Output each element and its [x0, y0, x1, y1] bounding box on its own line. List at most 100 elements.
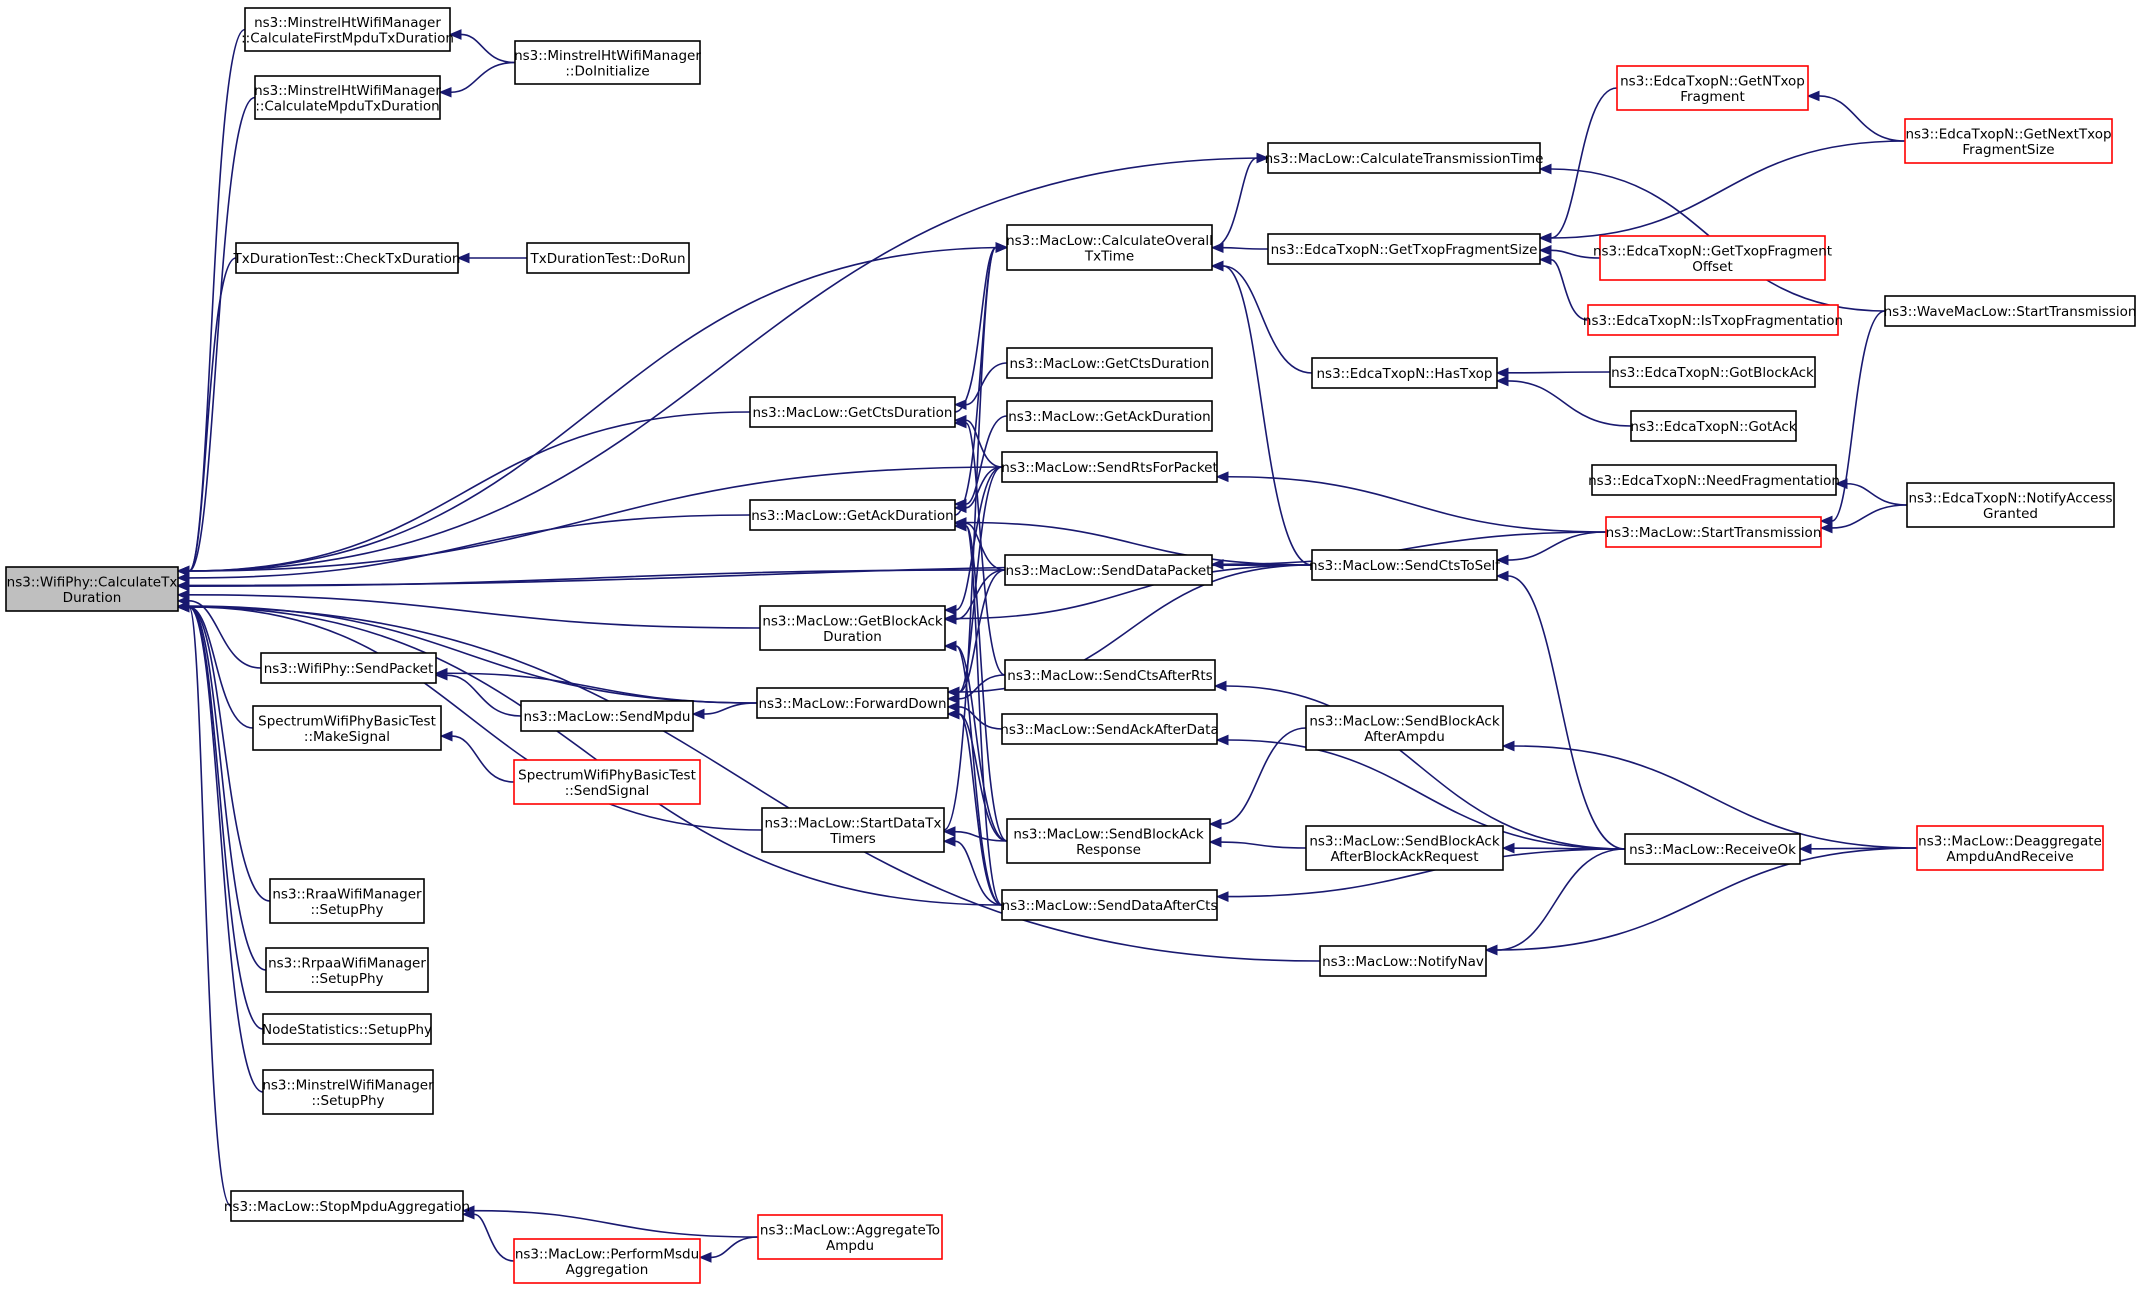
node-getCts[interactable]: ns3::MacLow::GetCtsDuration: [749, 396, 956, 428]
node-rrpaa[interactable]: ns3::RrpaaWifiManager::SetupPhy: [265, 947, 429, 993]
node-phySend[interactable]: ns3::WifiPhy::SendPacket: [260, 652, 437, 684]
node-forwardDown[interactable]: ns3::MacLow::ForwardDown: [756, 687, 949, 719]
node-getAck[interactable]: ns3::MacLow::GetAckDuration: [749, 499, 956, 531]
node-box: [230, 1190, 464, 1222]
edge-sendAckAfterData-to-forwardDown: [946, 701, 1003, 730]
node-receiveOk[interactable]: ns3::MacLow::ReceiveOk: [1624, 833, 1801, 865]
node-box: [749, 396, 956, 428]
node-label: ::CalculateMpduTxDuration: [255, 98, 439, 114]
node-rraa[interactable]: ns3::RraaWifiManager::SetupPhy: [269, 878, 425, 924]
arrowhead: [953, 520, 967, 532]
node-box: [1305, 825, 1504, 871]
edge-gotBlockAck-to-hasTxop: [1495, 367, 1611, 379]
node-label: Duration: [63, 590, 122, 606]
node-sendDataAfterCts[interactable]: ns3::MacLow::SendDataAfterCts: [1001, 889, 1218, 921]
edge-mhCalcFirst-to-root: [176, 28, 246, 577]
arrowhead: [1819, 522, 1833, 534]
node-label: ns3::EdcaTxopN::GetNextTxop: [1905, 126, 2111, 142]
node-getAck2[interactable]: ns3::MacLow::GetAckDuration: [1006, 400, 1213, 432]
node-label: ns3::MinstrelHtWifiManager: [254, 15, 441, 31]
node-sendMpdu[interactable]: ns3::MacLow::SendMpdu: [520, 700, 694, 732]
node-mhCalcFirst[interactable]: ns3::MinstrelHtWifiManager::CalculateFir…: [241, 7, 454, 52]
node-needFrag[interactable]: ns3::EdcaTxopN::NeedFragmentation: [1588, 464, 1840, 496]
edge-waveStart-to-startTransmission: [1819, 310, 1886, 527]
node-sendRts[interactable]: ns3::MacLow::SendRtsForPacket: [1001, 451, 1218, 483]
node-getTxopFragSize[interactable]: ns3::EdcaTxopN::GetTxopFragmentSize: [1267, 233, 1541, 265]
node-mhDoInit[interactable]: ns3::MinstrelHtWifiManager::DoInitialize: [514, 40, 701, 85]
arrowhead: [1495, 367, 1509, 379]
node-label: ns3::EdcaTxopN::GetTxopFragmentSize: [1271, 242, 1538, 258]
node-calcTransTime[interactable]: ns3::MacLow::CalculateTransmissionTime: [1265, 142, 1544, 174]
node-stopMpdu[interactable]: ns3::MacLow::StopMpduAggregation: [224, 1190, 470, 1222]
arrowhead: [1495, 554, 1509, 566]
arrowhead: [691, 708, 705, 720]
node-label: Fragment: [1680, 89, 1744, 105]
edge-deaggregate-to-sendBAAfterAmpdu: [1501, 740, 1918, 849]
node-gotAck[interactable]: ns3::EdcaTxopN::GotAck: [1630, 410, 1797, 442]
node-startTransmission[interactable]: ns3::MacLow::StartTransmission: [1605, 516, 1822, 548]
node-txCheck[interactable]: TxDurationTest::CheckTxDuration: [233, 242, 461, 274]
arrowhead: [698, 1252, 712, 1263]
node-label: NodeStatistics::SetupPhy: [262, 1022, 432, 1038]
node-label: ns3::MacLow::SendDataAfterCts: [1002, 898, 1218, 914]
node-getCts2[interactable]: ns3::MacLow::GetCtsDuration: [1006, 347, 1213, 379]
edge-sendCtsToSelf-to-calcOverall: [1210, 260, 1313, 566]
node-box: [1267, 233, 1541, 265]
node-label: ns3::MacLow::StartDataTx: [764, 815, 941, 831]
edge-startTransmission-to-sendCtsToSelf: [1495, 531, 1607, 566]
arrowhead: [456, 252, 470, 264]
node-sendBAAfterBAReq[interactable]: ns3::MacLow::SendBlockAckAfterBlockAckRe…: [1305, 825, 1504, 871]
node-specSend[interactable]: SpectrumWifiPhyBasicTest::SendSignal: [513, 759, 701, 805]
arrowhead: [946, 701, 960, 713]
node-label: ::SetupPhy: [310, 902, 383, 918]
node-box: [235, 242, 459, 274]
node-gotBlockAck[interactable]: ns3::EdcaTxopN::GotBlockAck: [1609, 356, 1816, 388]
node-box: [1591, 464, 1837, 496]
node-box: [5, 566, 179, 612]
arrowhead: [953, 502, 967, 514]
node-sendCtsToSelf[interactable]: ns3::MacLow::SendCtsToSelf: [1309, 549, 1501, 581]
node-sendCtsAfterRts[interactable]: ns3::MacLow::SendCtsAfterRts: [1004, 659, 1216, 691]
node-box: [1305, 705, 1504, 751]
node-label: ns3::EdcaTxopN::GetNTxop: [1620, 73, 1805, 89]
node-minstrel[interactable]: ns3::MinstrelWifiManager::SetupPhy: [262, 1069, 434, 1115]
edge-deaggregate-to-notifyNav: [1484, 847, 1918, 956]
node-sendData[interactable]: ns3::MacLow::SendDataPacket: [1004, 554, 1213, 586]
node-box: [759, 605, 946, 651]
node-specMake[interactable]: SpectrumWifiPhyBasicTest::MakeSignal: [252, 705, 442, 751]
node-mhCalcMpdu[interactable]: ns3::MinstrelHtWifiManager::CalculateMpd…: [254, 75, 441, 120]
node-hasTxop[interactable]: ns3::EdcaTxopN::HasTxop: [1311, 357, 1498, 389]
node-notifyNav[interactable]: ns3::MacLow::NotifyNav: [1319, 945, 1487, 977]
node-box: [520, 700, 694, 732]
node-nodeStat[interactable]: NodeStatistics::SetupPhy: [262, 1013, 432, 1045]
edge-getCts2-to-getCts: [953, 362, 1008, 411]
node-box: [1006, 224, 1213, 271]
arrowhead: [176, 601, 190, 613]
edge-aggToAmpdu-to-stopMpdu: [461, 1205, 759, 1238]
node-label: ns3::MacLow::Deaggregate: [1918, 833, 2102, 849]
edge-forwardDown-to-phySend: [434, 667, 758, 704]
arrowhead: [1538, 232, 1552, 244]
node-waveStart[interactable]: ns3::WaveMacLow::StartTransmission: [1884, 295, 2137, 327]
edge-calcOverall-to-calcTransTime: [1211, 152, 1270, 249]
edge-notifyAccess-to-startTransmission: [1819, 504, 1908, 534]
node-sendAckAfterData[interactable]: ns3::MacLow::SendAckAfterData: [1000, 713, 1219, 745]
node-label: ns3::MacLow::StopMpduAggregation: [224, 1199, 470, 1215]
node-txDoRun[interactable]: TxDurationTest::DoRun: [526, 242, 690, 274]
node-label: ns3::MacLow::GetCtsDuration: [752, 405, 952, 421]
edge-getCts-to-root: [176, 411, 751, 577]
node-isTxopFrag[interactable]: ns3::EdcaTxopN::IsTxopFragmentation: [1583, 304, 1843, 336]
